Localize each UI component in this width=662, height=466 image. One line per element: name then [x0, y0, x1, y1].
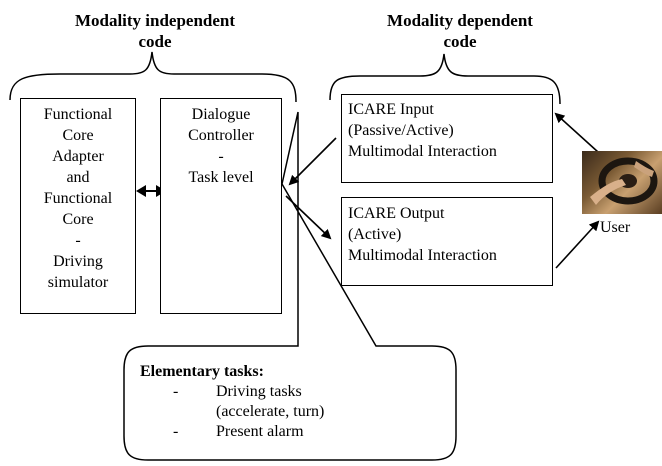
icare-input-line: ICARE Input [348, 101, 434, 118]
functional-core-text: Functional Core Adapter and Functional C… [20, 104, 136, 293]
callout-bubble [123, 111, 457, 461]
icare-output-line: ICARE Output [348, 205, 445, 222]
task-text: Present alarm [216, 422, 304, 442]
functional-core-line: Core [62, 127, 94, 144]
functional-core-line: - [75, 232, 81, 249]
elementary-tasks: Elementary tasks: - Driving tasks (accel… [140, 362, 440, 442]
arrow-output-to-user [555, 220, 600, 269]
functional-core-line: and [66, 169, 90, 186]
icare-output-line: (Active) [348, 226, 402, 243]
task-bullet: - [173, 383, 179, 400]
arrow-input-to-dialogue [288, 137, 337, 186]
brace-right [329, 53, 561, 105]
icare-input-line: Multimodal Interaction [348, 143, 497, 160]
header-independent-line-2: code [138, 32, 172, 51]
dialogue-controller-text: Dialogue Controller - Task level [160, 104, 282, 188]
task-item: - Present alarm [173, 422, 440, 442]
header-modality-dependent: Modality dependent code [335, 10, 585, 52]
dialogue-controller-line: - [218, 148, 224, 165]
dialogue-controller-line: Task level [188, 169, 254, 186]
double-arrow-left-head [136, 185, 146, 197]
icare-output-box [341, 197, 553, 286]
header-independent-line-1: Modality independent [74, 11, 236, 30]
task-line: Present alarm [216, 423, 304, 440]
dialogue-controller-line: Controller [188, 127, 254, 144]
task-bullet: - [173, 423, 179, 440]
functional-core-line: Core [62, 211, 94, 228]
dialogue-controller-line: Dialogue [191, 106, 251, 123]
functional-core-box [20, 98, 136, 314]
arrow-user-to-input [554, 112, 599, 153]
functional-core-line: Driving [53, 253, 103, 270]
functional-core-line: Functional [43, 106, 113, 123]
user-label: User [600, 219, 631, 236]
icare-output-line: Multimodal Interaction [348, 247, 497, 264]
task-line: Driving tasks [216, 383, 302, 400]
steering-wheel-icon [590, 157, 658, 205]
icare-input-box [341, 94, 553, 183]
task-line: (accelerate, turn) [216, 403, 325, 420]
header-modality-independent: Modality independent code [20, 10, 290, 52]
icare-input-line: (Passive/Active) [348, 122, 454, 139]
functional-core-line: Functional [43, 190, 113, 207]
header-dependent-line-2: code [443, 32, 477, 51]
task-text: Driving tasks (accelerate, turn) [216, 382, 324, 422]
arrow-dialogue-to-output [285, 195, 332, 240]
icare-output-text: ICARE Output (Active) Multimodal Interac… [348, 203, 552, 266]
brace-left [9, 51, 297, 103]
functional-core-line: Adapter [52, 148, 104, 165]
header-dependent-line-1: Modality dependent [387, 11, 533, 30]
task-item: - Driving tasks (accelerate, turn) [173, 382, 440, 422]
dialogue-controller-box [160, 98, 282, 314]
elementary-tasks-title: Elementary tasks: [140, 363, 264, 380]
user-photo [582, 151, 662, 214]
icare-input-text: ICARE Input (Passive/Active) Multimodal … [348, 99, 552, 162]
functional-core-line: simulator [47, 274, 109, 291]
